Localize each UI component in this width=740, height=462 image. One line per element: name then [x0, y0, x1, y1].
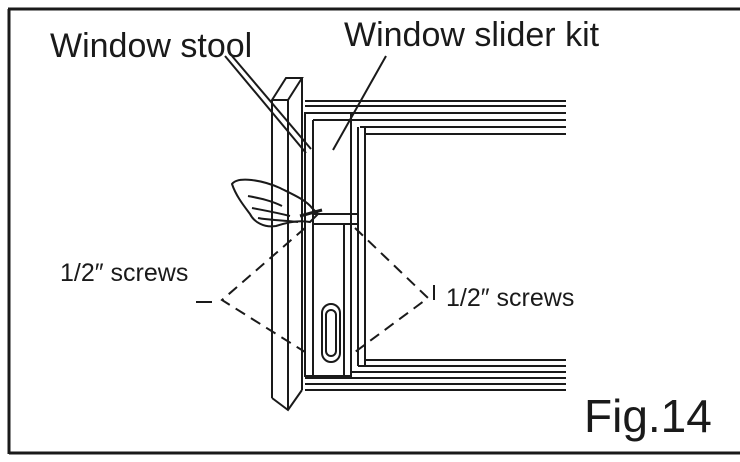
screw-leader-lines — [220, 227, 430, 353]
figure-number: Fig.14 — [584, 390, 712, 442]
hand-screwdriver — [230, 178, 323, 228]
window-slider-kit-label: Window slider kit — [344, 16, 600, 54]
screws-left-label: 1/2″ screws — [60, 259, 188, 287]
label-leader-lines — [224, 55, 387, 154]
diagram-border — [7, 7, 740, 455]
screw-arrows — [196, 285, 435, 303]
window-slider-kit-panel — [304, 112, 357, 377]
screws-right-label: 1/2″ screws — [446, 284, 574, 312]
window-stool-label: Window stool — [50, 27, 252, 65]
window-stool-board — [270, 77, 304, 412]
